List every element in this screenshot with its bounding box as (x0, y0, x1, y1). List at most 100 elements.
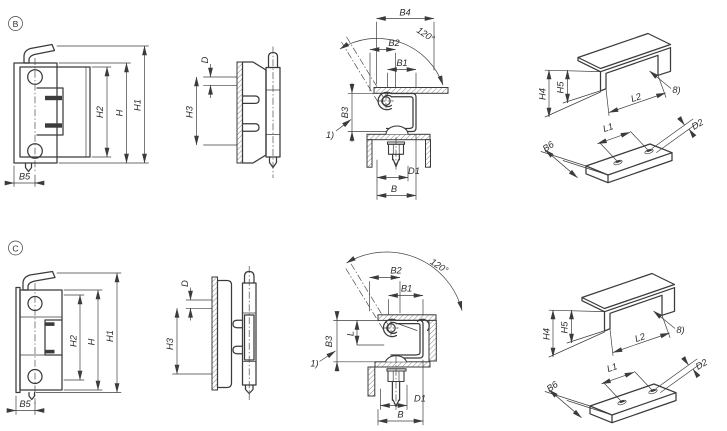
cabinet-panel-section (366, 133, 431, 141)
badge-circle-c (8, 240, 23, 256)
badge-circle-b (8, 16, 23, 31)
side-view-c: D H3 (165, 266, 257, 400)
knuckle-column (265, 66, 281, 158)
latch-slot-bottom (45, 123, 62, 128)
cabinet-panel-section (374, 361, 431, 368)
side-view-b: D H3 (185, 46, 281, 178)
front-view-c: H2 H H1 B5 (6, 270, 122, 415)
pin-cross-centerlines (383, 320, 399, 336)
hex-nut-facets (392, 370, 400, 382)
door-panel-section (377, 314, 437, 321)
b2-extension-lines (369, 52, 396, 92)
variant-b-badge: B (8, 16, 23, 31)
h1-extension-lines (56, 45, 149, 164)
h2-label: H2 (95, 105, 105, 118)
bolt-shank (391, 380, 401, 401)
weld-stud-bottom (241, 123, 260, 132)
badge-letter-c: C (12, 243, 18, 253)
h1-label: H1 (105, 330, 115, 342)
h-label: H (87, 338, 97, 345)
channel-outer-wall (390, 319, 424, 359)
b3-extension-lines (347, 92, 387, 132)
channel-curl-outer (377, 91, 393, 111)
channel-inner-wall (390, 322, 421, 356)
lever-handle (22, 270, 56, 291)
b3-label: B3 (340, 106, 350, 118)
b3-extension-lines (333, 320, 379, 363)
open-position-lines (341, 35, 384, 103)
channel-curl-outer (382, 318, 398, 338)
b1-label: B1 (401, 284, 412, 294)
channel-inner-wall (385, 96, 414, 130)
b1-extension-lines (388, 299, 424, 318)
d-label: D (200, 56, 210, 63)
b1-label: B1 (396, 58, 407, 68)
door-edge-fold (428, 319, 437, 362)
weld-stud-top (241, 95, 260, 105)
b2-extension-lines (369, 281, 401, 314)
b-label: B (391, 184, 397, 194)
spring-washer-dome (385, 125, 409, 135)
frame-leaf-outline (13, 62, 58, 164)
connecting-strap-bottom (232, 345, 244, 355)
note1-leader (319, 350, 336, 362)
isometric-view-c (542, 274, 710, 423)
d1-label: D1 (414, 394, 426, 404)
b5-label: B5 (19, 399, 31, 409)
h-label: H (115, 109, 125, 116)
hinge-pin-tip (24, 162, 33, 173)
b2-label: B2 (388, 38, 400, 48)
d-h3-extension-lines (172, 299, 213, 375)
section-view-b: B4 120° B2 B1 B3 1) D1 (326, 8, 449, 200)
b2-label: B2 (390, 266, 402, 276)
latch-slot-top (45, 95, 62, 101)
cabinet-wall-right (425, 139, 431, 168)
angle-label: 120° (415, 25, 437, 44)
front-view-b: H2 H H1 B5 (4, 43, 149, 187)
hinge-leaf-outline (19, 289, 63, 391)
bolt-shank (391, 153, 401, 161)
note1-leader (335, 119, 352, 132)
variant-c-badge: C (8, 240, 23, 256)
latch-slot-bottom (45, 349, 55, 354)
section-view-c: 120° B2 B1 L B3 1) (310, 251, 463, 426)
note1-label: 1) (310, 359, 318, 369)
h3-label: H3 (185, 105, 195, 118)
opening-angle-arc (346, 251, 463, 311)
b4-label: B4 (399, 8, 410, 18)
cabinet-wall-left (367, 366, 376, 397)
d-h3-extension-lines (203, 76, 238, 146)
l-label: L (346, 331, 356, 336)
h1-label: H1 (133, 99, 143, 111)
mounting-plate-section (211, 276, 218, 391)
d1-label: D1 (408, 166, 420, 176)
door-leaf-outline (19, 66, 91, 158)
variant-c-row: C H2 H H1 B5 (6, 240, 710, 426)
latch-cutout (36, 87, 64, 136)
channel-outer-wall (385, 92, 417, 133)
hinge-body-outline (216, 279, 233, 389)
h1-extension-lines (35, 272, 122, 393)
pin-cross-centerlines (378, 93, 394, 109)
d-label: D (180, 280, 190, 287)
opening-angle-arc (339, 38, 444, 86)
hinge-pin-tip (28, 391, 36, 401)
isometric-view-b (538, 34, 706, 183)
badge-letter-b: B (13, 19, 19, 29)
pin-bottom-tip (244, 384, 254, 395)
mounting-plate-section (236, 61, 243, 164)
screw-hole-bottom (27, 143, 43, 159)
spring-leaf-line (395, 322, 418, 331)
h3-label: H3 (165, 337, 175, 350)
lever-handle (23, 43, 56, 64)
b3-label: B3 (324, 335, 334, 347)
cabinet-wall-left (366, 139, 373, 168)
hex-nut-facets (392, 143, 400, 155)
latch-slot-top (45, 322, 55, 326)
connecting-strap-top (232, 319, 244, 329)
note1-label: 1) (326, 130, 334, 140)
b-label: B (397, 410, 403, 420)
h2-label: H2 (69, 334, 79, 347)
